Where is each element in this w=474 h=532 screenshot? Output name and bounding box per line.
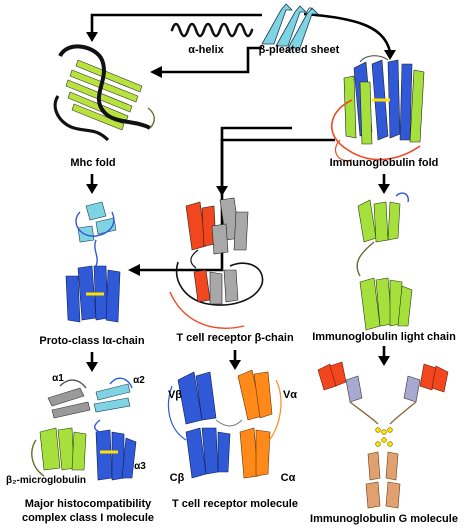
label-tcr-beta-chain: T cell receptor β-chain <box>176 332 294 344</box>
label-mhc-molecule-line1: Major histocompatibility <box>25 498 152 510</box>
arrowhead-mhc-to-proto <box>86 184 98 194</box>
ig-fold-structure <box>330 55 425 162</box>
arrow-sheet-to-ig-fold <box>303 12 392 53</box>
label-c-beta: Cβ <box>170 472 185 484</box>
arrowhead-mhc-top <box>86 32 98 42</box>
arrow-sheet-to-mhc-top <box>90 13 262 32</box>
label-tcr-molecule: T cell receptor molecule <box>172 498 298 510</box>
label-ig-light-chain: Immunoglobulin light chain <box>312 331 456 343</box>
proto-class-structure <box>65 201 121 323</box>
tcr-molecule-structure <box>167 369 282 479</box>
arrowhead-ig-fold <box>384 50 396 60</box>
arrowhead-tcr-beta-to-tcr <box>229 360 241 370</box>
label-v-alpha: Vα <box>283 389 297 401</box>
label-mhc-fold: Mhc fold <box>70 157 115 169</box>
arrowhead-proto-to-mhc <box>86 362 98 372</box>
label-b2m: β₂-microglobulin <box>6 475 86 486</box>
mhc-fold-structure <box>53 44 155 142</box>
label-alpha3: α3 <box>134 461 146 472</box>
labels: α-helix β-pleated sheet Mhc fold Immunog… <box>6 44 458 525</box>
label-ig-fold: Immunoglobulin fold <box>330 157 439 169</box>
label-v-beta: Vβ <box>168 389 182 401</box>
label-alpha-helix: α-helix <box>188 44 224 56</box>
ig-light-chain-structure <box>356 192 413 331</box>
tcr-beta-chain-structure <box>169 197 264 329</box>
igg-molecule-structure <box>317 361 449 509</box>
label-alpha2: α2 <box>133 375 145 386</box>
label-beta-sheet: β-pleated sheet <box>259 44 340 56</box>
arrowhead-light-to-igg <box>378 356 390 366</box>
arrowhead-proto-class <box>128 264 140 276</box>
arrow-sheet-to-mhc-side <box>162 46 262 74</box>
label-alpha1: α1 <box>52 373 64 384</box>
label-c-alpha: Cα <box>281 472 296 484</box>
arrowhead-ig-to-light <box>378 184 390 194</box>
arrows <box>86 12 396 372</box>
arrow-ig-to-proto-class <box>140 126 292 272</box>
beta-sheet-structure <box>261 3 319 52</box>
label-mhc-molecule-line2: complex class I molecule <box>22 512 154 524</box>
mhc-class-i-structure <box>31 377 137 481</box>
label-igg-molecule: Immunoglobulin G molecule <box>310 513 458 525</box>
arrow-ig-to-tcr-beta <box>220 138 335 188</box>
arrowhead-mhc-side <box>150 66 162 78</box>
arrowhead-tcr-beta <box>216 186 228 196</box>
label-proto-class: Proto-class Iα-chain <box>39 335 144 347</box>
alpha-helix-structure <box>170 22 254 38</box>
